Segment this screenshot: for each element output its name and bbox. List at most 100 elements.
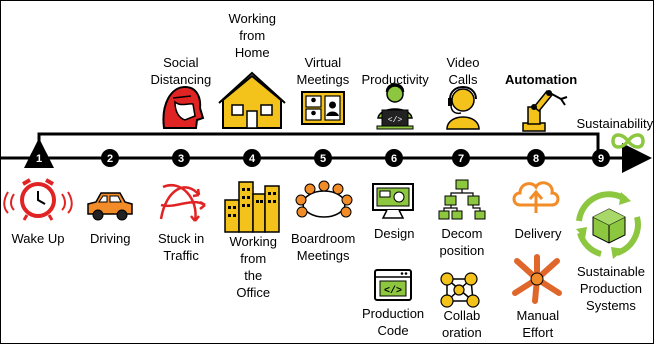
infinity-icon — [611, 133, 645, 149]
label-line: Social — [163, 55, 199, 70]
step-circle — [385, 149, 403, 167]
label-line: the — [244, 268, 263, 283]
step-number: 3 — [178, 153, 184, 165]
step-circle — [314, 149, 332, 167]
label-line: from — [239, 28, 266, 43]
network-people-icon — [440, 272, 480, 308]
label-line: Calls — [448, 72, 478, 87]
step-number: 7 — [458, 153, 464, 165]
house-icon — [218, 71, 286, 129]
productivity-label: Productivity — [362, 71, 429, 88]
step-marker-9: 9 — [592, 149, 610, 167]
sustainability-label: Sustainability — [577, 115, 654, 132]
step-number: 5 — [320, 153, 326, 165]
office-buildings-icon — [224, 181, 280, 233]
label-line: Automation — [505, 72, 578, 87]
step-number: 8 — [533, 153, 539, 165]
label-line: Home — [234, 45, 270, 60]
label-line: Traffic — [163, 248, 199, 263]
design-monitor-icon — [372, 183, 414, 219]
step-circle — [101, 149, 119, 167]
decomposition-label: Decom position — [440, 225, 485, 259]
code-window-icon: </> — [374, 269, 412, 301]
step-circle — [452, 149, 470, 167]
return-arrow — [24, 132, 600, 168]
step-circle — [172, 149, 190, 167]
step-marker-3: 3 — [172, 149, 190, 167]
label-line: from — [240, 251, 267, 266]
car-icon — [87, 192, 133, 221]
label-line: Stuck in — [158, 231, 205, 246]
label-line: Meetings — [296, 248, 350, 263]
steps-layer: 1 2 3 4 5 6 7 8 9 — [30, 149, 610, 167]
step-number: 9 — [598, 153, 604, 165]
label-line: Productivity — [361, 72, 429, 87]
step-number: 4 — [249, 153, 256, 165]
label-line: Sustainable — [577, 264, 645, 279]
label-line: Delivery — [514, 226, 562, 241]
joined-hands-icon — [512, 254, 562, 304]
driving-label: Driving — [90, 230, 130, 247]
label-line: Sustainability — [576, 116, 654, 131]
step-number: 2 — [107, 153, 113, 165]
recycle-box-icon — [576, 191, 641, 259]
label-line: Virtual — [304, 55, 342, 70]
delivery-label: Delivery — [515, 225, 562, 242]
automation-label: Automation — [505, 71, 577, 88]
hierarchy-icon — [438, 179, 486, 220]
label-line: Design — [374, 226, 415, 241]
robot-arm-icon — [522, 89, 568, 132]
video-conference-icon — [301, 91, 345, 125]
label-line: Office — [236, 285, 271, 300]
step-circle — [527, 149, 545, 167]
headset-operator-icon — [446, 86, 480, 130]
label-line: Boardroom — [291, 231, 356, 246]
svg-text:</>: </> — [384, 285, 402, 297]
label-line: Meetings — [296, 72, 350, 87]
design-label: Design — [374, 225, 414, 242]
step-circle — [30, 149, 48, 167]
stuck-in-traffic-label: Stuck in Traffic — [158, 230, 204, 264]
label-line: Driving — [90, 231, 131, 246]
label-line: position — [439, 243, 485, 258]
label-line: Production — [579, 281, 643, 296]
label-line: Collab — [443, 308, 481, 323]
label-line: Effort — [522, 325, 554, 340]
label-line: Production — [362, 306, 425, 321]
step-marker-4: 4 — [243, 149, 261, 167]
step-circle — [243, 149, 261, 167]
label-line: Code — [377, 323, 409, 338]
label-line: Working — [228, 11, 276, 26]
step-marker-7: 7 — [452, 149, 470, 167]
step-marker-8: 8 — [527, 149, 545, 167]
alarm-clock-icon — [3, 178, 73, 221]
label-line: Distancing — [150, 72, 212, 87]
wake-up-label: Wake Up — [12, 230, 65, 247]
step-number: 1 — [36, 153, 42, 165]
label-line: Video — [446, 55, 480, 70]
cloud-upload-icon — [512, 181, 560, 213]
tangled-arrows-icon — [159, 184, 206, 222]
step-number: 6 — [391, 153, 397, 165]
label-line: Systems — [586, 298, 636, 313]
label-line: Manual — [516, 308, 560, 323]
step-marker-6: 6 — [385, 149, 403, 167]
person-laptop-icon: </> — [376, 83, 414, 130]
step-circle — [592, 149, 610, 167]
step-marker-2: 2 — [101, 149, 119, 167]
label-line: Decom — [441, 226, 483, 241]
label-line: Working — [229, 234, 277, 249]
svg-text:</>: </> — [388, 116, 403, 125]
